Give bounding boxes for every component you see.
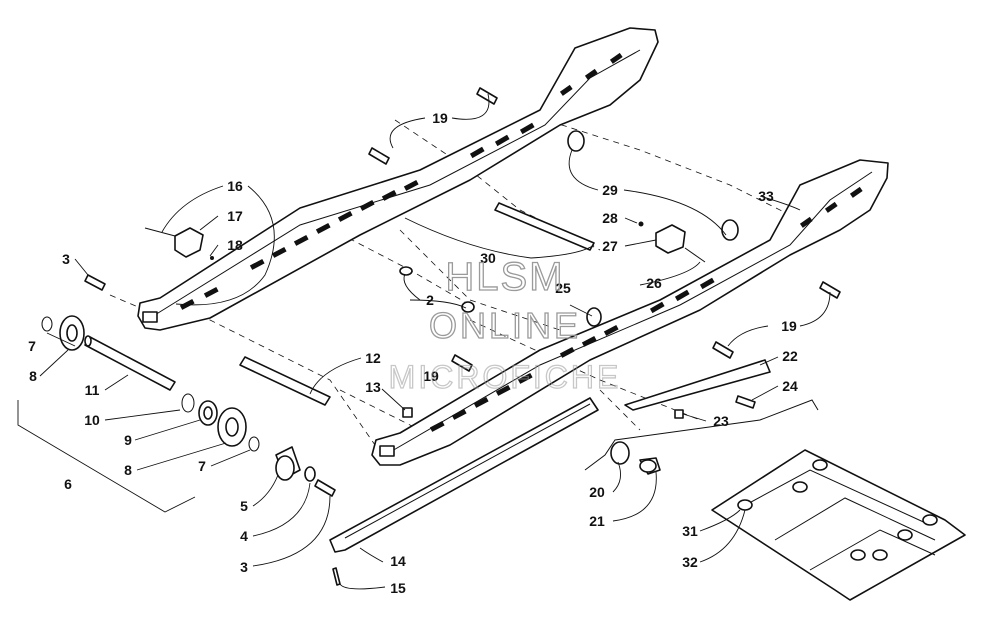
callout-26: 26	[646, 275, 662, 291]
bracket-22	[624, 359, 771, 411]
callout-19-top: 19	[432, 110, 448, 126]
pin-28	[638, 221, 644, 227]
left-rail	[137, 27, 659, 331]
callout-3-lower: 3	[240, 559, 248, 575]
right-rail-slots	[429, 186, 863, 432]
axle-shaft	[84, 335, 176, 391]
callout-22: 22	[782, 348, 798, 364]
cap-21	[639, 457, 661, 475]
callout-19-middle: 19	[423, 368, 439, 384]
block-17	[174, 227, 204, 258]
right-rail	[371, 159, 889, 466]
pin-16	[144, 227, 176, 237]
bolt-24	[735, 395, 756, 409]
callout-18: 18	[227, 237, 243, 253]
callout-11: 11	[85, 382, 100, 398]
cotter-18	[210, 256, 214, 260]
bolt-19d	[819, 281, 841, 299]
snap-ring-7-right	[248, 436, 260, 452]
cross-shaft	[239, 356, 331, 406]
watermark: HLSM ONLINE MICROFICHE	[388, 254, 622, 395]
callout-21: 21	[589, 513, 605, 529]
callout-29: 29	[602, 182, 618, 198]
callout-4: 4	[240, 528, 248, 544]
callout-33: 33	[758, 188, 774, 204]
callout-30: 30	[480, 250, 496, 266]
spacer-5	[275, 446, 301, 481]
callout-20: 20	[589, 484, 605, 500]
washer-2	[399, 266, 413, 276]
leader-lines	[39, 93, 831, 590]
callout-28: 28	[602, 210, 618, 226]
callout-27: 27	[602, 238, 618, 254]
bolt-3-lower	[314, 479, 336, 497]
callout-16: 16	[227, 178, 243, 194]
callout-25: 25	[555, 280, 571, 296]
callout-10: 10	[84, 412, 100, 428]
clip-13	[402, 407, 413, 418]
nut-23	[674, 409, 684, 419]
callout-23: 23	[713, 413, 729, 429]
snap-ring-7-left	[41, 316, 53, 332]
callout-labels: 2 3 3 4 5 6 7 7 8 8 9 10 11 12 13 14 15 …	[28, 110, 798, 596]
bushing-29a	[567, 130, 585, 152]
watermark-line-3: MICROFICHE	[389, 359, 622, 395]
bolt-19e	[451, 354, 473, 372]
bolt-19c	[712, 341, 734, 359]
callout-6: 6	[64, 476, 72, 492]
callout-7-right: 7	[198, 458, 206, 474]
block-27	[655, 224, 686, 254]
callout-17: 17	[227, 208, 243, 224]
bushing-25	[586, 307, 602, 327]
callout-31: 31	[682, 523, 698, 539]
bolt-19a	[476, 87, 498, 105]
bolt-19b	[368, 147, 390, 165]
callout-14: 14	[390, 553, 406, 569]
assembly-bracket-6	[17, 400, 196, 513]
left-rail-slots	[179, 52, 623, 310]
callout-3-upper: 3	[62, 251, 70, 267]
snap-ring-10	[181, 393, 195, 413]
callout-12: 12	[365, 350, 381, 366]
pin-26	[684, 247, 706, 263]
callout-32: 32	[682, 554, 698, 570]
track-section-31	[711, 449, 966, 601]
callout-13: 13	[365, 379, 381, 395]
callout-15: 15	[390, 580, 406, 596]
callout-9: 9	[124, 432, 132, 448]
spring-20	[584, 399, 819, 471]
callout-8-right: 8	[124, 462, 132, 478]
callout-2: 2	[426, 292, 434, 308]
callout-8-left: 8	[29, 368, 37, 384]
slide-14	[329, 397, 599, 553]
callout-24: 24	[782, 378, 798, 394]
bushing-29b	[721, 219, 739, 241]
bolt-3-upper	[84, 274, 106, 291]
callout-19-right: 19	[781, 318, 797, 334]
nut-2	[461, 301, 475, 313]
watermark-line-1: HLSM	[445, 255, 564, 299]
bearing-9	[198, 400, 218, 426]
callout-7-left: 7	[28, 338, 36, 354]
screw-15	[332, 567, 341, 586]
bearing-8-right	[217, 407, 247, 447]
upper-shaft-30	[494, 202, 595, 251]
watermark-line-2: ONLINE	[429, 305, 581, 346]
track-studs-32	[737, 459, 938, 561]
washer-4	[304, 466, 316, 482]
callout-5: 5	[240, 498, 248, 514]
